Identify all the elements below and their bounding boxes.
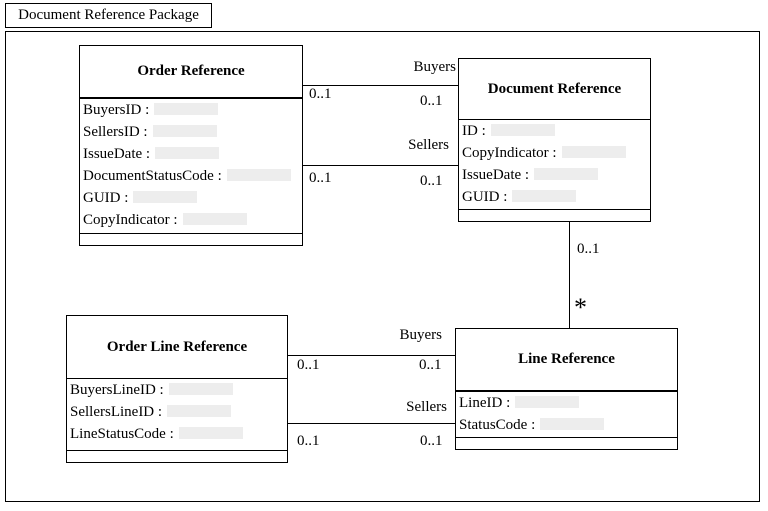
attribute-value-placeholder [490,124,555,136]
attribute-row: IssueDate : [83,143,302,165]
association-name-label: Buyers [399,327,443,343]
package-title: Document Reference Package [18,7,199,23]
association-line-buyers-orderline-line[interactable] [288,355,455,356]
multiplicity-label: 0..1 [420,433,443,449]
class-attributes-compartment: BuyersID : SellersID : IssueDate : Docum… [80,99,302,234]
attribute-label: LineStatusCode : [70,426,174,442]
attribute-row: LineID : [459,392,677,414]
multiplicity-label: 0..1 [309,86,332,102]
attribute-value-placeholder [182,213,247,225]
class-box-document-reference[interactable]: Document Reference ID : CopyIndicator : … [458,58,651,222]
attribute-label: CopyIndicator : [462,145,557,161]
class-title-compartment: Order Line Reference [67,316,287,379]
association-line-document-line[interactable] [569,222,570,328]
attribute-row: GUID : [83,187,302,209]
attribute-label: IssueDate : [83,146,151,162]
attribute-label: CopyIndicator : [83,212,178,228]
multiplicity-label: 0..1 [297,357,320,373]
class-box-order-line-reference[interactable]: Order Line Reference BuyersLineID : Sell… [66,315,288,463]
multiplicity-label: 0..1 [309,170,332,186]
attribute-value-placeholder [152,125,217,137]
association-line-sellers-order-document[interactable] [303,165,458,166]
class-operations-compartment [80,234,302,245]
multiplicity-label: 0..1 [420,93,443,109]
attribute-row: BuyersLineID : [70,379,287,401]
class-box-line-reference[interactable]: Line Reference LineID : StatusCode : [455,328,678,450]
attribute-row: SellersLineID : [70,401,287,423]
class-operations-compartment [459,210,650,221]
attribute-label: SellersLineID : [70,404,163,420]
class-name: Document Reference [487,80,622,97]
class-name: Order Line Reference [106,338,248,355]
attribute-value-placeholder [534,168,599,180]
association-name-label: Sellers [406,399,447,415]
class-name: Order Reference [137,63,245,79]
class-attributes-compartment: BuyersLineID : SellersLineID : LineStatu… [67,379,287,451]
class-attributes-compartment: ID : CopyIndicator : IssueDate : GUID : [459,120,650,210]
attribute-label: SellersID : [83,124,148,140]
class-name: Line Reference [518,351,615,367]
multiplicity-label: 0..1 [297,433,320,449]
attribute-value-placeholder [515,396,580,408]
attribute-row: ID : [462,120,650,142]
multiplicity-label: 0..1 [419,357,442,373]
attribute-label: BuyersID : [83,102,150,118]
attribute-label: GUID : [462,189,508,205]
attribute-value-placeholder [512,190,577,202]
class-title-compartment: Order Reference [80,46,302,99]
attribute-value-placeholder [155,147,220,159]
attribute-value-placeholder [133,191,198,203]
class-box-order-reference[interactable]: Order Reference BuyersID : SellersID : I… [79,45,303,246]
attribute-label: LineID : [459,395,511,411]
class-title-compartment: Line Reference [456,329,677,392]
association-line-sellers-orderline-line[interactable] [288,423,455,424]
attribute-row: SellersID : [83,121,302,143]
attribute-row: DocumentStatusCode : [83,165,302,187]
attribute-label: BuyersLineID : [70,382,164,398]
attribute-value-placeholder [167,405,232,417]
attribute-row: CopyIndicator : [83,209,302,231]
class-operations-compartment [67,451,287,462]
association-line-buyers-order-document[interactable] [303,85,458,86]
attribute-row: BuyersID : [83,99,302,121]
attribute-label: DocumentStatusCode : [83,168,222,184]
attribute-label: ID : [462,123,486,139]
attribute-label: GUID : [83,190,129,206]
multiplicity-label: 0..1 [577,241,600,257]
attribute-label: IssueDate : [462,167,530,183]
class-operations-compartment [456,438,677,449]
attribute-label: StatusCode : [459,417,536,433]
attribute-row: IssueDate : [462,164,650,186]
association-name-label: Sellers [408,137,449,153]
attribute-value-placeholder [154,103,219,115]
attribute-row: StatusCode : [459,414,677,436]
multiplicity-label: * [574,293,587,322]
attribute-row: LineStatusCode : [70,423,287,445]
package-tab[interactable]: Document Reference Package [5,3,212,28]
attribute-row: CopyIndicator : [462,142,650,164]
attribute-value-placeholder [561,146,626,158]
attribute-value-placeholder [168,383,233,395]
class-title-compartment: Document Reference [459,59,650,120]
attribute-value-placeholder [226,169,291,181]
attribute-value-placeholder [540,418,605,430]
attribute-value-placeholder [178,427,243,439]
multiplicity-label: 0..1 [420,173,443,189]
association-name-label: Buyers [413,59,457,75]
attribute-row: GUID : [462,186,650,208]
class-attributes-compartment: LineID : StatusCode : [456,392,677,438]
